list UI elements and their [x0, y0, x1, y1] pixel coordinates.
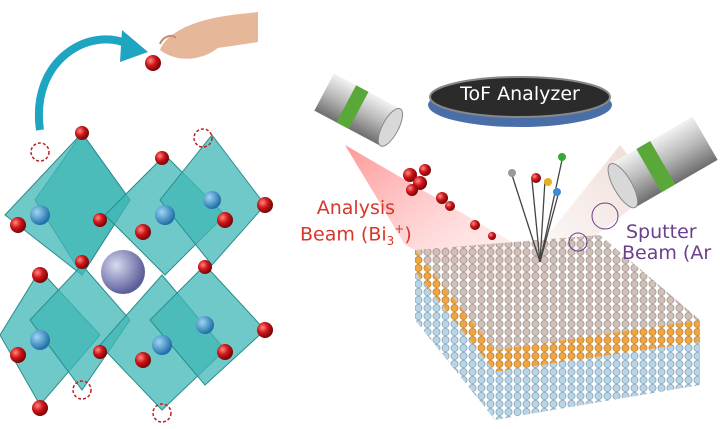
arrow-icon [34, 35, 132, 131]
sample-surface [415, 235, 700, 350]
a-site-cation [101, 250, 145, 294]
tof-sims-setup [314, 73, 718, 420]
sputter-gun [607, 116, 718, 209]
tof-analyzer-label: ToF Analyzer [460, 83, 580, 105]
perovskite-structure [0, 12, 273, 423]
sputter-beam-label: Sputter Beam (Ar [622, 221, 712, 264]
analysis-beam-label: Analysis Beam (Bi3+) [300, 197, 412, 249]
analysis-gun [314, 73, 404, 147]
hand-icon [159, 12, 258, 59]
oxygen-vacancy [30, 128, 213, 423]
